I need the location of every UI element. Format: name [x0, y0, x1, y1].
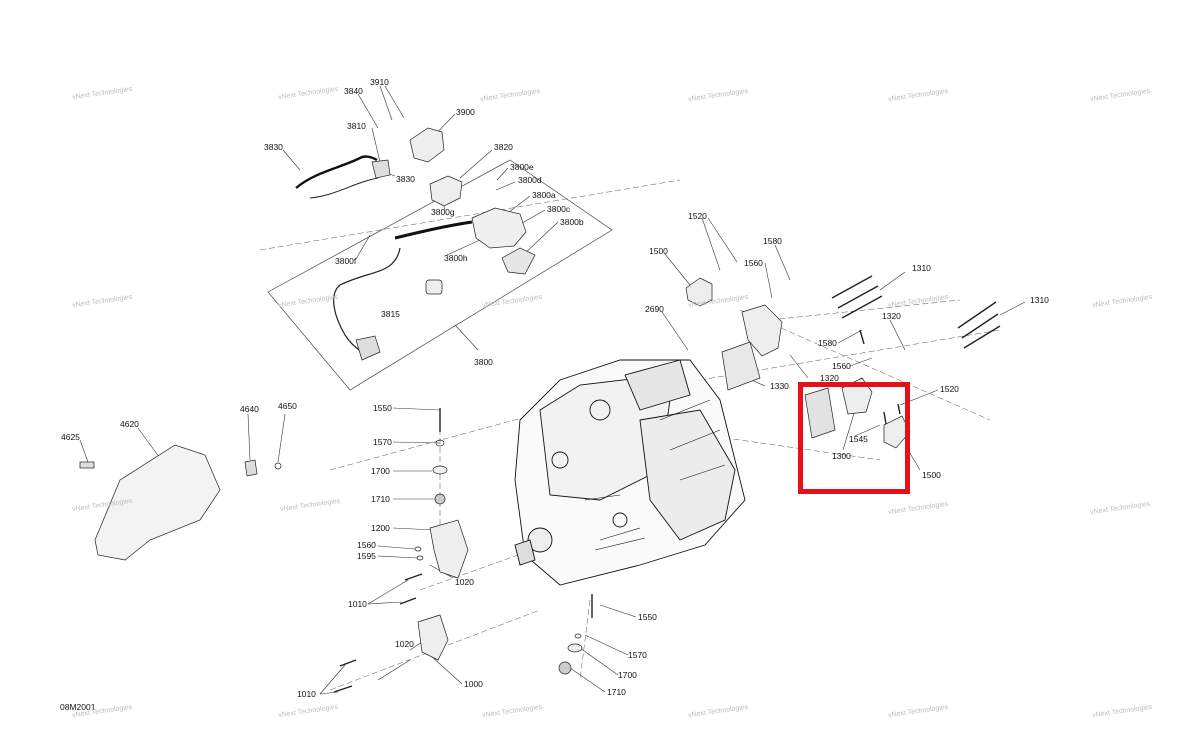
label-1700-a: 1700 [371, 466, 390, 476]
mount-1500-lower [883, 415, 911, 449]
label-1570-a: 1570 [373, 437, 392, 447]
label-1550-b: 1550 [638, 612, 657, 622]
nut-4650 [274, 462, 282, 470]
highlight-box [798, 382, 910, 494]
engine-assembly [514, 359, 746, 586]
label-1580-a: 1580 [763, 236, 782, 246]
plug-3800f [355, 335, 381, 361]
label-1700-b: 1700 [618, 670, 637, 680]
label-3815: 3815 [381, 309, 400, 319]
label-4620: 4620 [120, 419, 139, 429]
label-1550-a: 1550 [373, 403, 392, 413]
label-1200: 1200 [371, 523, 390, 533]
throttle-3800 [471, 207, 527, 249]
label-1320-a: 1320 [882, 311, 901, 321]
label-3800b: 3800b [560, 217, 584, 227]
label-3830-a: 3830 [264, 142, 283, 152]
label-3800a: 3800a [532, 190, 556, 200]
label-1020-a: 1020 [455, 577, 474, 587]
label-3800e: 3800e [510, 162, 534, 172]
module-3820 [429, 175, 463, 207]
mount-1500-upper [685, 277, 713, 307]
wire-3830 [309, 177, 379, 199]
label-3830-b: 3830 [396, 174, 415, 184]
harness-3830 [295, 155, 378, 189]
label-3820: 3820 [494, 142, 513, 152]
diagram-code: 08M2001 [60, 702, 96, 712]
washers [414, 439, 583, 675]
label-1320-b: 1320 [820, 373, 839, 383]
label-4640: 4640 [240, 404, 259, 414]
label-1300: 1300 [832, 451, 851, 461]
label-3900: 3900 [456, 107, 475, 117]
hose-3800f [394, 220, 473, 240]
label-4625: 4625 [61, 432, 80, 442]
bracket-3900 [409, 127, 445, 163]
label-1570-b: 1570 [628, 650, 647, 660]
filter-3815 [425, 279, 443, 295]
bracket-1545 [841, 377, 873, 415]
label-3800c: 3800c [547, 204, 571, 214]
label-3910: 3910 [370, 77, 389, 87]
label-3840: 3840 [344, 86, 363, 96]
label-1310-b: 1310 [1030, 295, 1049, 305]
label-3810: 3810 [347, 121, 366, 131]
label-3800: 3800 [474, 357, 493, 367]
label-1330: 1330 [770, 381, 789, 391]
bolts-lower [333, 408, 593, 693]
label-1010-a: 1010 [348, 599, 367, 609]
label-3800g: 3800g [431, 207, 455, 217]
tube-3800f [333, 247, 401, 353]
label-1310-a: 1310 [912, 263, 931, 273]
label-1520-a: 1520 [688, 211, 707, 221]
subassembly-frame [267, 159, 613, 391]
pad-4625 [79, 461, 95, 469]
label-1000: 1000 [464, 679, 483, 689]
label-1580-b: 1580 [818, 338, 837, 348]
label-1500-b: 1500 [922, 470, 941, 480]
label-1500-a: 1500 [649, 246, 668, 256]
bracket-4620 [94, 444, 221, 561]
label-1545: 1545 [849, 434, 868, 444]
label-1560-a: 1560 [744, 258, 763, 268]
label-4650: 4650 [278, 401, 297, 411]
bracket-3800b [501, 247, 536, 275]
bracket-1000 [417, 614, 449, 661]
heat-shield-1330 [721, 341, 761, 391]
label-1595: 1595 [357, 551, 376, 561]
label-3800d: 3800d [518, 175, 542, 185]
label-3800h: 3800h [444, 253, 468, 263]
label-1520-b: 1520 [940, 384, 959, 394]
connector-3830 [371, 159, 391, 179]
bracket-1200 [429, 519, 469, 579]
label-1010-b: 1010 [297, 689, 316, 699]
label-2690: 2690 [645, 304, 664, 314]
bolts-1310 [831, 275, 1001, 425]
clamp-4640 [244, 459, 258, 477]
label-1560-b: 1560 [832, 361, 851, 371]
label-1560-c: 1560 [357, 540, 376, 550]
bracket-1560 [741, 304, 783, 357]
label-1710-a: 1710 [371, 494, 390, 504]
plate-1300 [804, 387, 836, 439]
label-1710-b: 1710 [607, 687, 626, 697]
label-1020-b: 1020 [395, 639, 414, 649]
label-3800f: 3800f [335, 256, 357, 266]
